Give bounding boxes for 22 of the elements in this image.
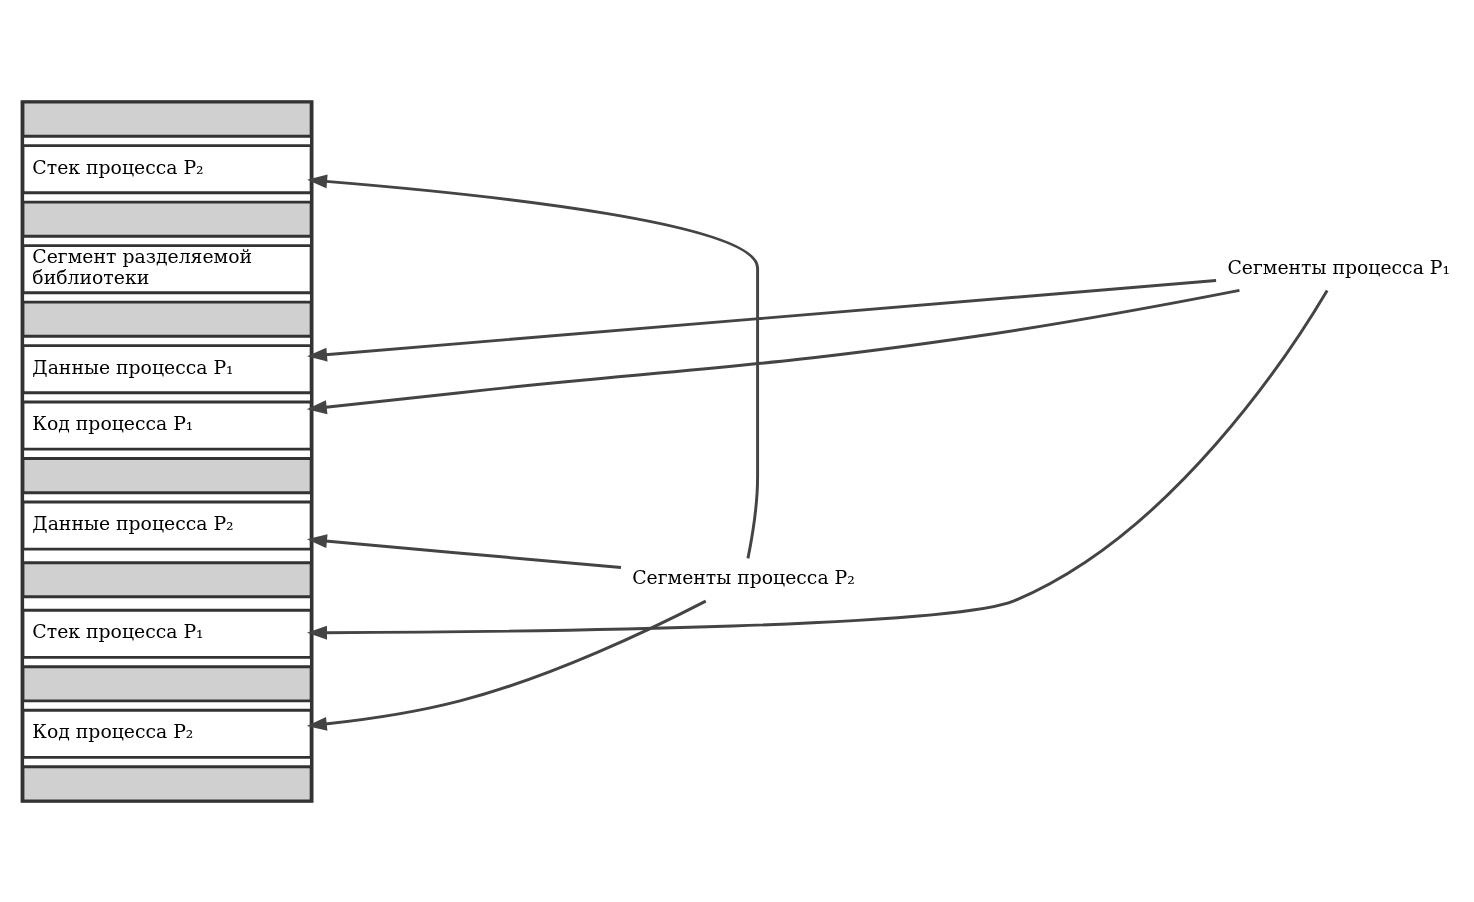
- node-bar: [21, 456, 313, 494]
- node-box: Сегмент разделяемой библиотеки: [21, 243, 313, 294]
- node-bar: [21, 560, 313, 598]
- arrow: [306, 288, 1240, 414]
- node-bar: [21, 300, 313, 338]
- arrow: [306, 533, 622, 569]
- arrow: [307, 278, 1217, 362]
- node-box: Код процесса P₂: [21, 708, 313, 759]
- node-text: Сегменты процесса P₂: [632, 566, 855, 588]
- node-bar: [21, 664, 313, 702]
- arrow: [307, 173, 760, 559]
- arrow: [306, 289, 1329, 640]
- node-box: Данные процесса P₁: [21, 343, 313, 394]
- node-box: Стек процесса P₂: [21, 143, 313, 194]
- node-box: Данные процесса P₂: [21, 500, 313, 551]
- node-box: Код процесса P₁: [21, 400, 313, 451]
- node-box: Стек процесса P₁: [21, 608, 313, 659]
- node-bar: [21, 100, 313, 138]
- node-text: Сегменты процесса P₁: [1227, 256, 1451, 278]
- node-bar: [21, 764, 313, 802]
- node-bar: [21, 200, 313, 238]
- arrow: [306, 599, 707, 731]
